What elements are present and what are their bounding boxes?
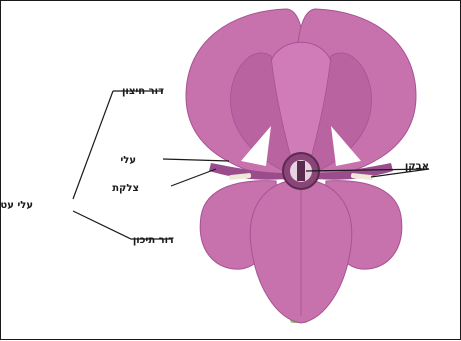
- leader-outer-diagonal: [73, 91, 113, 199]
- label-stamens: אבקן: [405, 161, 429, 172]
- label-stigma: צלקת: [112, 183, 139, 194]
- label-perianth: עלי עטיף: [1, 200, 33, 211]
- label-petals: עלי: [120, 155, 136, 166]
- leader-stigma: [171, 169, 216, 186]
- leader-petals: [163, 159, 229, 161]
- label-inner-whorl: דור תיכון: [133, 235, 174, 246]
- center-stamen: [297, 161, 305, 181]
- label-outer-whorl: דור חיצון: [122, 86, 164, 97]
